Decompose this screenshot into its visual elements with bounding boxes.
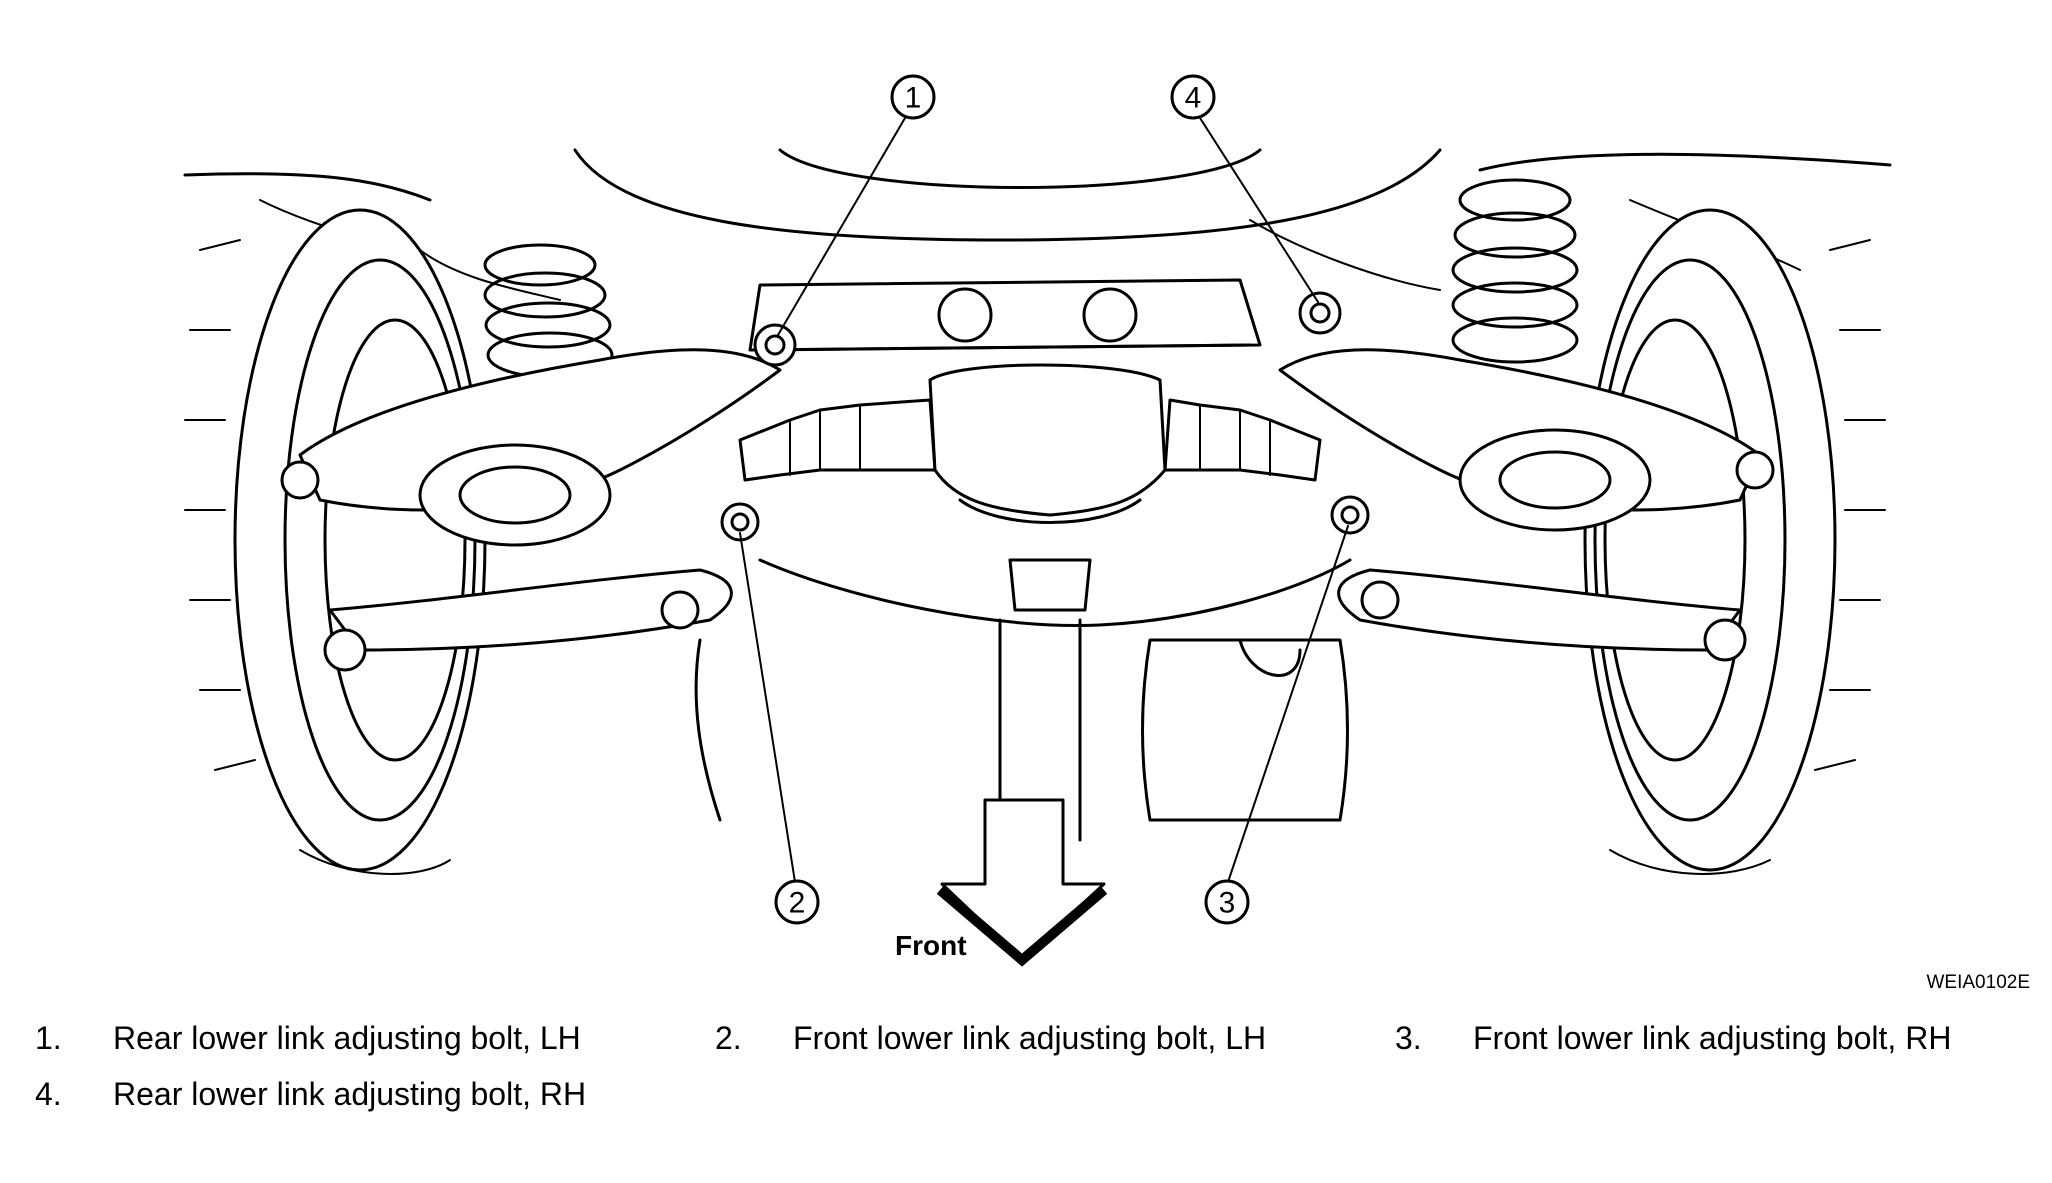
legend-number: 1. xyxy=(35,1020,62,1056)
left-front-lower-link xyxy=(323,568,733,672)
callout-3-number: 3 xyxy=(1219,887,1236,920)
legend-number: 4. xyxy=(35,1076,62,1112)
suspension-member xyxy=(748,278,1262,352)
bolt-rear-rh xyxy=(1298,291,1342,335)
bolt-rear-lh xyxy=(753,323,797,367)
rear-suspension-diagram: 1 4 2 3 Front WEIA0102E xyxy=(183,74,2031,993)
left-drive-shaft xyxy=(738,398,937,482)
exhaust-muffler xyxy=(694,618,1349,842)
left-rear-lower-link xyxy=(280,348,782,547)
legend-label: Front lower link adjusting bolt, LH xyxy=(793,1020,1267,1056)
bolt-front-lh xyxy=(720,502,760,542)
legend-number: 3. xyxy=(1395,1020,1422,1056)
right-rear-lower-link xyxy=(1278,348,1775,532)
right-front-lower-link xyxy=(1337,568,1747,662)
differential xyxy=(928,363,1167,612)
legend-label: Front lower link adjusting bolt, RH xyxy=(1473,1020,1952,1056)
right-drive-shaft xyxy=(1163,398,1322,482)
callout-2: 2 xyxy=(774,879,820,925)
callout-2-number: 2 xyxy=(789,887,806,920)
bolt-front-rh xyxy=(1330,495,1370,535)
figure-code: WEIA0102E xyxy=(1927,972,2031,993)
right-wheel xyxy=(1583,208,1886,875)
callout-4-number: 4 xyxy=(1185,82,1202,115)
callout-1-number: 1 xyxy=(905,82,922,115)
legend-label: Rear lower link adjusting bolt, RH xyxy=(113,1076,587,1112)
callout-1: 1 xyxy=(890,74,936,120)
legend-number: 2. xyxy=(715,1020,742,1056)
left-coil-spring xyxy=(483,243,614,379)
leader-lines xyxy=(739,117,1349,883)
stabilizer-bar xyxy=(758,558,1352,628)
right-coil-spring xyxy=(1451,178,1579,364)
front-label: Front xyxy=(895,930,967,961)
callout-4: 4 xyxy=(1170,74,1216,120)
left-wheel xyxy=(184,208,487,875)
legend-label: Rear lower link adjusting bolt, LH xyxy=(113,1020,581,1056)
callout-3: 3 xyxy=(1204,879,1250,925)
front-arrow: Front xyxy=(895,798,1108,967)
